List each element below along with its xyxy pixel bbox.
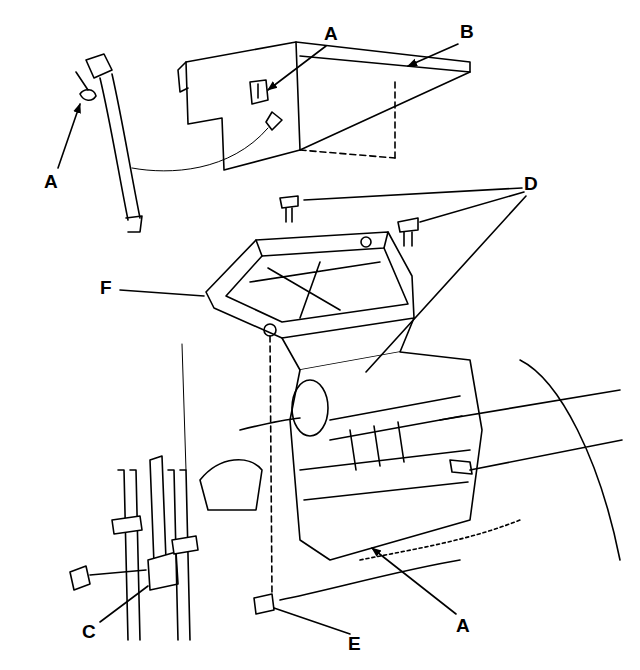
ecm-bracket: [178, 42, 470, 170]
callout-letter: F: [100, 278, 112, 297]
leader-line: [58, 44, 526, 634]
callout-letter: A: [44, 172, 58, 191]
bolt: [182, 336, 274, 614]
air-cleaner-housing: [240, 352, 482, 600]
body-panel: [360, 360, 622, 560]
pipe-bracket: [70, 456, 262, 640]
support-bracket: [206, 232, 414, 370]
callout-letter: C: [82, 622, 96, 641]
callout-letter: D: [524, 174, 538, 193]
callout-letter: B: [460, 22, 474, 41]
callout-letter: A: [324, 24, 338, 43]
callout-letter: E: [348, 634, 361, 653]
callout-letter: A: [456, 616, 470, 635]
wire-harness: [76, 54, 268, 232]
